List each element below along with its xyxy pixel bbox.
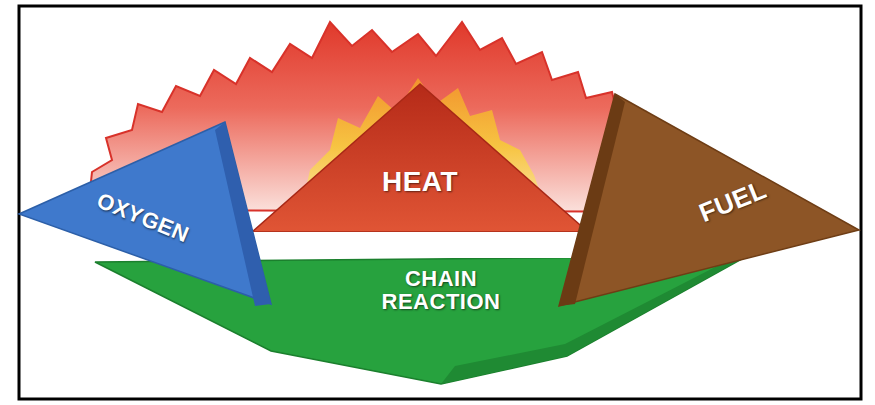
face <box>215 122 271 306</box>
node-label: HEAT <box>381 167 460 196</box>
face <box>559 94 625 306</box>
face <box>441 256 747 384</box>
node-label: CHAIN REACTION <box>366 267 516 313</box>
frame <box>19 6 861 399</box>
fuel-side: FUEL <box>553 90 863 312</box>
heat-side: HEAT <box>250 82 590 262</box>
face <box>95 256 747 384</box>
oxygen-side: OXYGEN <box>15 118 280 310</box>
face <box>252 84 588 232</box>
face <box>252 232 588 258</box>
